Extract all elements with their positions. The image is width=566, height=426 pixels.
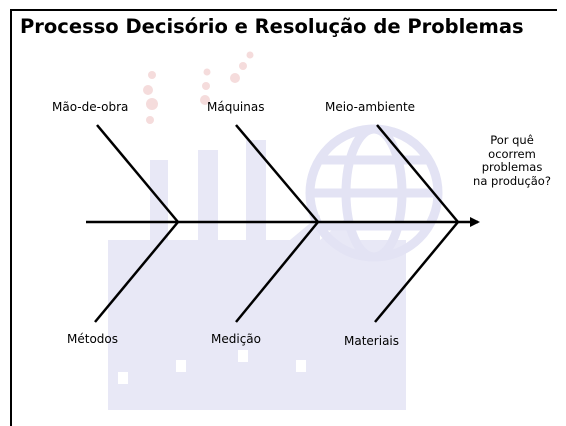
cause-label-mao-de-obra: Mão-de-obra: [52, 100, 129, 114]
effect-line: na produção?: [473, 173, 551, 188]
branch-maquinas: [235, 124, 319, 223]
branch-materiais: [374, 221, 459, 323]
frame-left-border: [10, 9, 12, 426]
cause-label-meio-ambiente: Meio-ambiente: [325, 100, 416, 114]
cause-label-materiais: Materiais: [344, 334, 400, 348]
branch-metodos: [94, 221, 179, 323]
effect-label: Por quê ocorrem problemas na produção?: [462, 133, 562, 188]
branch-mao-de-obra: [96, 124, 179, 223]
cause-label-maquinas: Máquinas: [207, 100, 265, 114]
branch-medicao: [235, 221, 319, 323]
frame-top-border: [10, 9, 557, 11]
effect-line: problemas: [481, 160, 543, 174]
slide-title: Processo Decisório e Resolução de Proble…: [20, 15, 524, 38]
effect-line: ocorrem: [488, 146, 536, 161]
branch-meio-ambiente: [376, 124, 459, 223]
cause-label-metodos: Métodos: [67, 332, 118, 346]
effect-line: Por quê: [490, 133, 534, 147]
cause-label-medicao: Medição: [211, 332, 261, 346]
